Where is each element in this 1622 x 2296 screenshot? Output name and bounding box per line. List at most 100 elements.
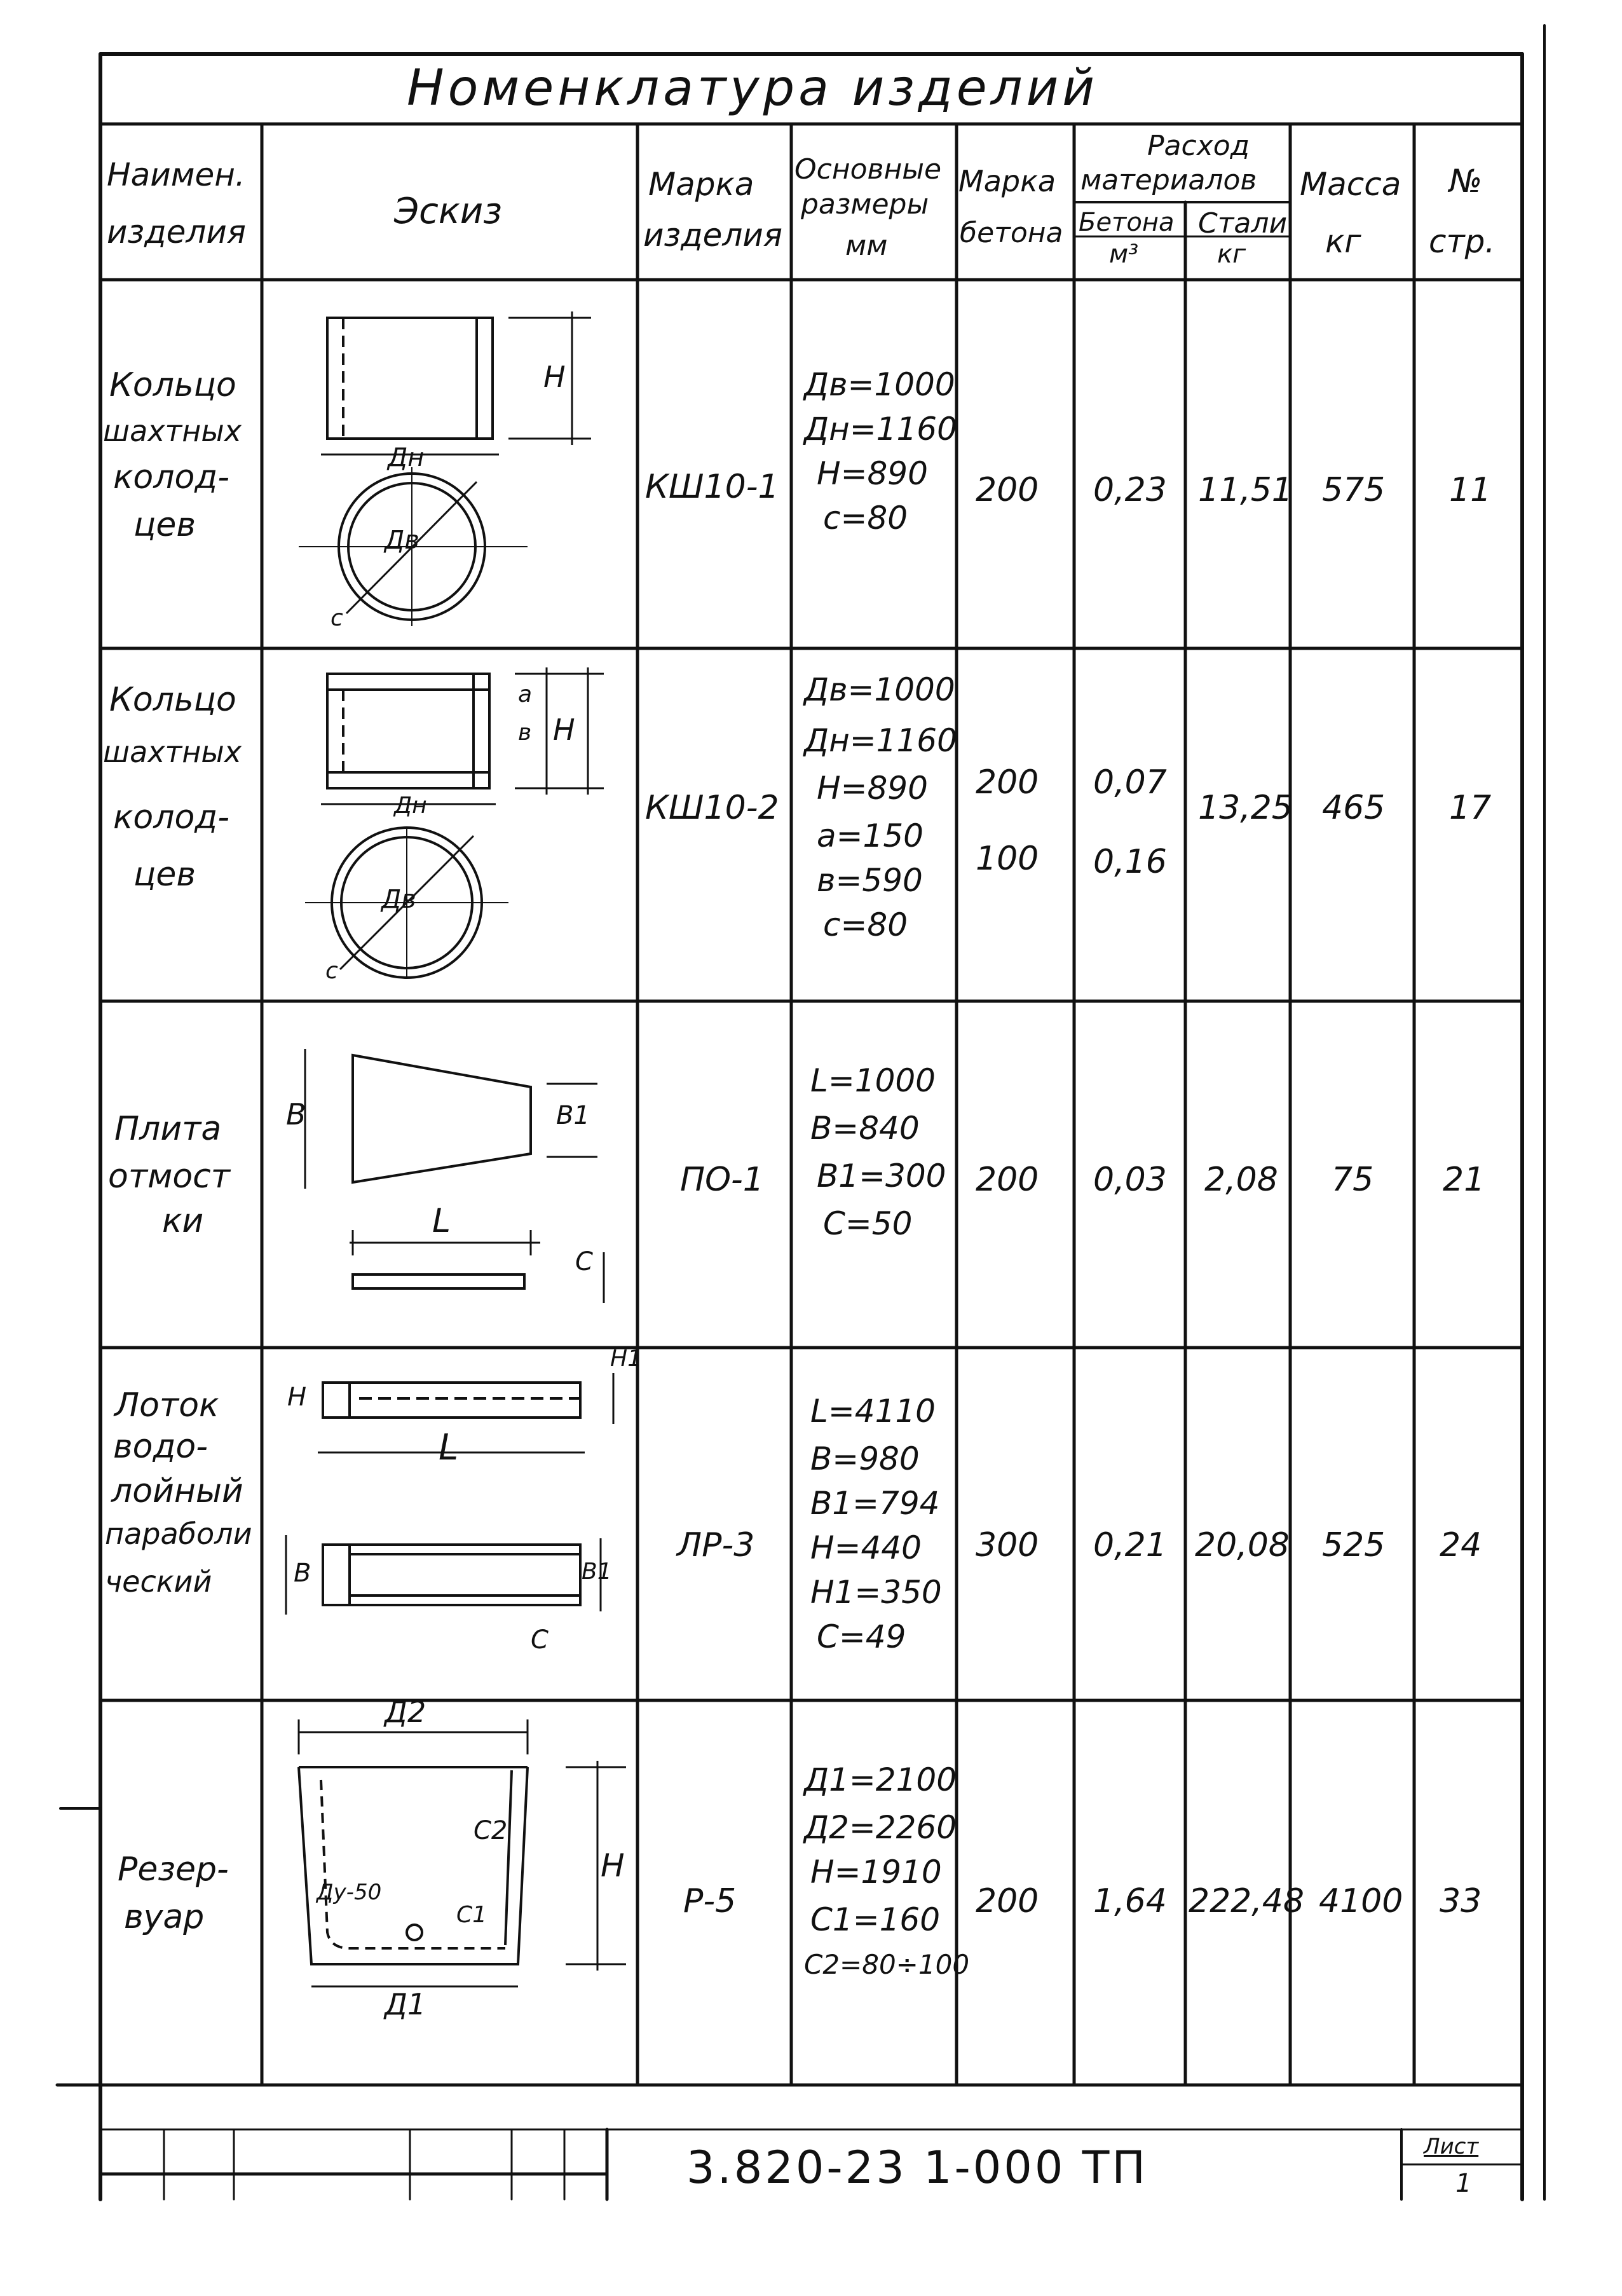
row1-sketch-h: Н [543, 360, 566, 394]
row5-sketch-h: Н [601, 1847, 625, 1884]
row5-dim-5: С2=80÷100 [804, 1949, 970, 1980]
header-name-1: Наимен. [107, 156, 245, 193]
row1-sketch-dn: Дн [388, 443, 425, 472]
row2-dim-5: в=590 [817, 862, 923, 899]
document-code: 3.820-23 1-000 ТП [686, 2142, 1148, 2194]
row5-dim-2: Д2=2260 [804, 1809, 957, 1846]
header-steel-2: кг [1217, 240, 1246, 269]
row2-concrete-2: 0,16 [1093, 843, 1167, 881]
row4-page: 24 [1440, 1526, 1482, 1564]
sketch-ring-1 [299, 311, 591, 626]
row4-sketch-h: Н [287, 1383, 307, 1412]
row2-grade-2: 100 [976, 840, 1039, 878]
row1-mass: 575 [1322, 471, 1386, 509]
row1-name-3: колод- [113, 458, 229, 496]
row4-concrete: 0,21 [1093, 1526, 1167, 1564]
row2-dim-6: с=80 [823, 906, 908, 943]
row4-dim-6: С=49 [817, 1618, 906, 1655]
row2-dim-4: а=150 [817, 817, 923, 854]
row5-page: 33 [1440, 1882, 1482, 1920]
table-title: Номенклатура изделий [407, 60, 1098, 117]
row3-sketch-b: В [286, 1097, 306, 1131]
header-mark-1: Марка [648, 166, 754, 203]
header-name-2: изделия [107, 214, 246, 250]
row1-name-4: цев [133, 506, 196, 544]
row2-name-2: шахтных [103, 735, 242, 769]
row3-dim-1: L=1000 [810, 1062, 936, 1099]
header-page-2: стр. [1429, 223, 1496, 260]
row1-steel: 11,51 [1198, 471, 1293, 509]
row2-sketch-dn: Дн [394, 793, 427, 819]
row3-sketch-c: С [575, 1247, 593, 1276]
row4-name-1: Лоток [114, 1386, 219, 1425]
row4-mass: 525 [1322, 1526, 1386, 1564]
row1-page: 11 [1449, 471, 1492, 509]
row5-dim-1: Д1=2100 [804, 1761, 957, 1798]
row2-concrete-1: 0,07 [1093, 763, 1167, 802]
row1-name-1: Кольцо [109, 366, 236, 404]
row3-mass: 75 [1332, 1161, 1374, 1199]
row3-name-1: Плита [114, 1110, 222, 1148]
header-mass-2: кг [1325, 223, 1361, 260]
row1-dim-2: Дн=1160 [804, 411, 957, 448]
row2-page: 17 [1449, 789, 1492, 827]
row3-concrete: 0,03 [1093, 1161, 1167, 1199]
row4-dim-4: Н=440 [810, 1529, 922, 1566]
row2-sketch-h: Н [553, 713, 575, 747]
header-dims-3: мм [845, 229, 888, 262]
row2-dim-3: Н=890 [817, 770, 928, 807]
row5-name-2: вуар [124, 1898, 205, 1936]
row5-mark: Р-5 [683, 1882, 737, 1920]
header-grade-2: бетона [960, 217, 1063, 249]
row4-dim-2: В=980 [810, 1440, 920, 1477]
row5-sketch-dy: Ду-50 [317, 1880, 382, 1905]
row3-dim-4: С=50 [823, 1205, 913, 1242]
row4-sketch-c: С [531, 1625, 549, 1655]
header-grade-1: Марка [958, 164, 1056, 198]
row5-name-1: Резер- [118, 1850, 229, 1889]
sketch-tray [285, 1373, 615, 1615]
row4-sketch-h1: Н1 [610, 1346, 642, 1372]
row4-sketch-l: L [439, 1427, 459, 1468]
row4-sketch-b: В [294, 1559, 311, 1588]
row1-name-2: шахтных [103, 414, 242, 448]
row5-dim-4: С1=160 [810, 1901, 941, 1938]
header-page-1: № [1449, 163, 1483, 200]
row2-mark: КШ10-2 [645, 789, 779, 827]
row2-name-4: цев [133, 856, 196, 894]
sketch-ring-2 [305, 667, 604, 979]
row4-dim-5: Н1=350 [810, 1574, 942, 1611]
row1-sketch-c: с [331, 605, 343, 631]
sheet-number: 1 [1455, 2169, 1472, 2198]
row3-name-3: ки [162, 1202, 204, 1240]
row4-name-5: ческий [105, 1564, 212, 1599]
row1-dim-1: Дв=1000 [804, 366, 955, 403]
row2-sketch-a: а [518, 681, 533, 707]
row2-dim-1: Дв=1000 [804, 671, 955, 708]
header-mark-2: изделия [643, 217, 782, 254]
row2-sketch-c: с [325, 958, 338, 984]
row1-grade: 200 [976, 471, 1039, 509]
sheet-label: Лист [1424, 2134, 1479, 2159]
row3-sketch-l: L [432, 1202, 451, 1240]
row1-dim-4: с=80 [823, 500, 908, 536]
row2-name-3: колод- [113, 798, 229, 837]
row4-dim-1: L=4110 [810, 1393, 936, 1430]
row3-sketch-b1: В1 [556, 1101, 590, 1130]
row2-sketch-dv: Дв [381, 885, 416, 914]
header-sketch: Эскиз [394, 191, 502, 232]
row5-sketch-d2: Д2 [385, 1695, 426, 1729]
row2-mass: 465 [1322, 789, 1386, 827]
header-concrete-1: Бетона [1079, 208, 1175, 237]
row4-name-3: лойный [111, 1472, 243, 1510]
row2-name-1: Кольцо [109, 681, 236, 719]
header-dims-1: Основные [794, 153, 942, 186]
row3-dim-3: В1=300 [817, 1158, 946, 1194]
sketch-plate [304, 1049, 605, 1303]
header-concrete-2: м³ [1109, 240, 1139, 269]
row4-name-2: водо- [113, 1428, 208, 1466]
row3-grade: 200 [976, 1161, 1039, 1199]
row5-sketch-c1: С1 [456, 1902, 487, 1928]
